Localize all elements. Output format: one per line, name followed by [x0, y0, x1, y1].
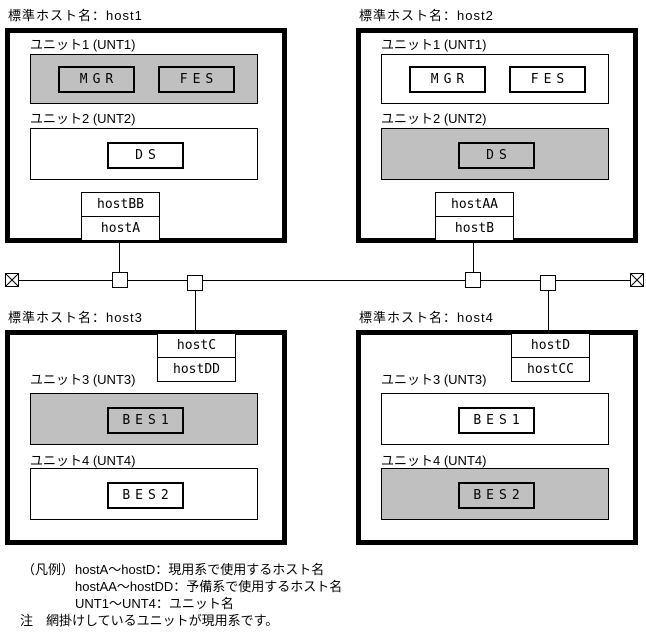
host2-box: ユニット1 (UNT1) MGR FES ユニット2 (UNT2) DS hos…	[356, 28, 638, 243]
host4-box: hostD hostCC ユニット3 (UNT3) BES1 ユニット4 (UN…	[356, 330, 638, 545]
connector-line	[548, 288, 549, 333]
bus-tap	[112, 272, 128, 288]
host2-title: 標準ホスト名：host2	[359, 8, 494, 23]
host3-title: 標準ホスト名：host3	[8, 310, 143, 325]
unit4-band: BES2	[381, 468, 609, 520]
bus-terminator-left	[5, 273, 19, 287]
unit1-label: ユニット1 (UNT1)	[30, 37, 136, 52]
component-bes1: BES1	[107, 407, 184, 434]
bus-tap	[540, 275, 556, 291]
component-bes2: BES2	[458, 482, 535, 509]
connector-line	[195, 288, 196, 333]
unit4-label: ユニット4 (UNT4)	[381, 453, 487, 468]
host3-box: hostC hostDD ユニット3 (UNT3) BES1 ユニット4 (UN…	[5, 330, 287, 545]
unit3-label: ユニット3 (UNT3)	[30, 372, 136, 387]
unit2-band: DS	[381, 128, 609, 180]
host-name-row: hostA	[100, 221, 141, 236]
unit1-band: MGR FES	[381, 54, 609, 104]
unit3-band: BES1	[381, 393, 609, 445]
host-name-row: hostD	[512, 334, 589, 358]
unit2-label: ユニット2 (UNT2)	[30, 111, 136, 126]
legend-label: （凡例）	[22, 562, 75, 577]
x-icon	[6, 274, 18, 286]
unit3-band: BES1	[30, 393, 258, 445]
unit2-band: DS	[30, 128, 258, 180]
host-name-row: hostDD	[173, 362, 220, 377]
bus-terminator-right	[630, 273, 644, 287]
component-ds: DS	[458, 142, 535, 169]
component-mgr: MGR	[409, 66, 486, 93]
component-ds: DS	[107, 142, 184, 169]
note-label: 注	[20, 613, 34, 628]
x-icon	[631, 274, 643, 286]
legend-item: UNT1〜UNT4：ユニット名	[75, 596, 234, 611]
component-bes1: BES1	[458, 407, 535, 434]
host-name-row: hostAA	[436, 193, 513, 217]
host1-title: 標準ホスト名：host1	[8, 8, 143, 23]
host-name-row: hostC	[158, 334, 235, 358]
bus-tap	[187, 275, 203, 291]
host4-title: 標準ホスト名：host4	[359, 310, 494, 325]
host-name-stack: hostBB hostA	[81, 192, 160, 241]
host-name-stack: hostAA hostB	[435, 192, 514, 241]
unit4-label: ユニット4 (UNT4)	[30, 453, 136, 468]
host-name-stack: hostD hostCC	[511, 333, 590, 382]
note-text: 網掛けしているユニットが現用系です。	[46, 613, 279, 628]
unit4-band: BES2	[30, 468, 258, 520]
network-bus-line	[10, 280, 640, 281]
connector-line	[119, 243, 120, 272]
component-fes: FES	[158, 66, 235, 93]
host-name-row: hostBB	[82, 193, 159, 217]
component-fes: FES	[509, 66, 586, 93]
legend-item: hostA〜hostD：現用系で使用するホスト名	[75, 562, 325, 577]
unit3-label: ユニット3 (UNT3)	[381, 372, 487, 387]
host-name-row: hostB	[454, 221, 495, 236]
bus-tap	[465, 272, 481, 288]
host1-box: ユニット1 (UNT1) MGR FES ユニット2 (UNT2) DS hos…	[5, 28, 287, 243]
host-name-row: hostCC	[527, 362, 574, 377]
connector-line	[473, 243, 474, 272]
component-bes2: BES2	[107, 482, 184, 509]
legend-item: hostAA〜hostDD：予備系で使用するホスト名	[75, 579, 343, 594]
unit1-band: MGR FES	[30, 54, 258, 104]
unit2-label: ユニット2 (UNT2)	[381, 111, 487, 126]
unit1-label: ユニット1 (UNT1)	[381, 37, 487, 52]
host-name-stack: hostC hostDD	[157, 333, 236, 382]
component-mgr: MGR	[58, 66, 135, 93]
